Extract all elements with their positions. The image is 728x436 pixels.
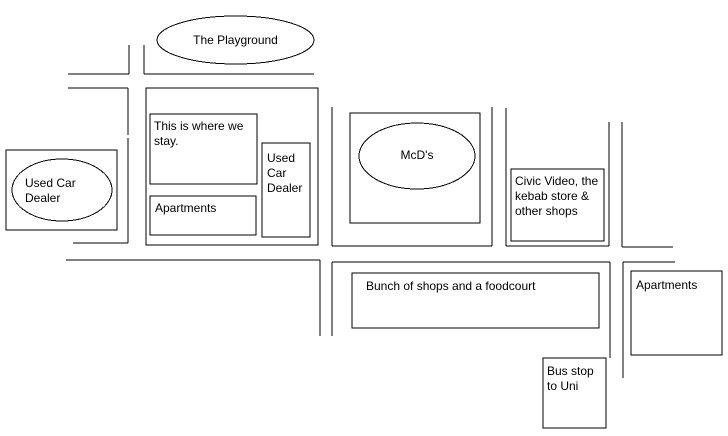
our-place-box [149, 113, 258, 185]
apartments-right-box [630, 270, 723, 356]
used-car-dealer-box [261, 142, 311, 238]
apartments-right-label: Apartments [636, 278, 698, 292]
civic-video-label: Civic Video, the kebab store & other sho… [515, 174, 599, 218]
shops-foodcourt-box [351, 272, 600, 329]
playground-label: The Playground [193, 33, 278, 47]
apartments-left-box [149, 195, 257, 236]
mcds-lot [349, 112, 481, 224]
used-car-dealer-lot [5, 149, 118, 231]
road-lines [66, 45, 675, 378]
mcds-label: McD's [400, 148, 434, 162]
block-outline [145, 87, 319, 246]
bus-stop-label: Bus stop to Uni [547, 364, 594, 393]
used-car-dealer-oval-label: Used Car Dealer [25, 176, 76, 205]
used-car-dealer-box-label: Used Car Dealer [267, 151, 303, 195]
civic-video-box [510, 168, 605, 242]
apartments-left-label: Apartments [155, 201, 217, 215]
used-car-dealer-oval [11, 158, 113, 222]
bus-stop-box [542, 357, 607, 429]
shops-foodcourt-label: Bunch of shops and a foodcourt [366, 279, 536, 293]
playground-oval [156, 15, 315, 65]
our-place-label: This is where we stay. [154, 119, 244, 148]
mcds-oval [358, 122, 476, 190]
